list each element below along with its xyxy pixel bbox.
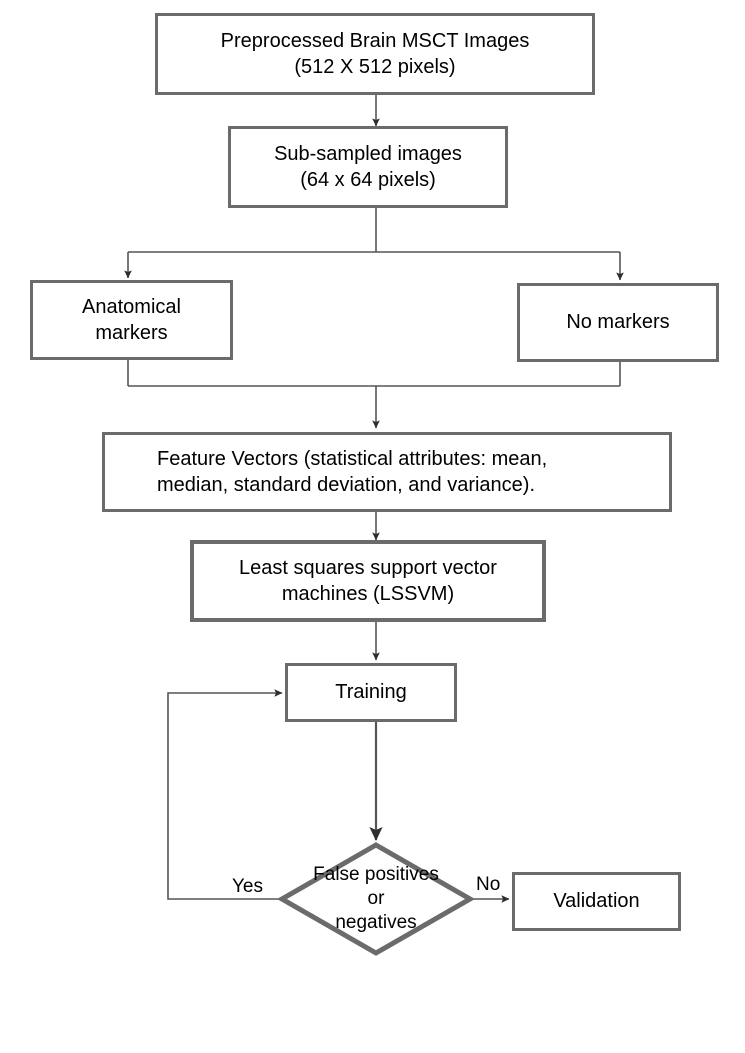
node-anatomical-markers: Anatomical markers (30, 280, 233, 360)
node-lssvm: Least squares support vector machines (L… (190, 540, 546, 622)
node-no-markers: No markers (517, 283, 719, 362)
node-feature-vectors-label: Feature Vectors (statistical attributes:… (157, 447, 548, 496)
node-lssvm-label: Least squares support vector machines (L… (239, 556, 497, 605)
node-preprocessed-images-label: Preprocessed Brain MSCT Images (512 X 51… (220, 29, 530, 78)
edge-label-no: No (476, 874, 501, 895)
node-sub-sampled-images: Sub-sampled images (64 x 64 pixels) (228, 126, 508, 208)
node-training: Training (285, 663, 457, 722)
node-no-markers-label: No markers (566, 311, 670, 334)
node-validation-label: Validation (553, 890, 640, 913)
decision-diamond-shape (278, 842, 474, 956)
node-training-label: Training (335, 681, 407, 704)
node-anatomical-markers-label: Anatomical markers (82, 295, 181, 344)
node-feature-vectors: Feature Vectors (statistical attributes:… (102, 432, 672, 512)
edge-decision-yes-loop-to-training (167, 689, 283, 900)
node-sub-sampled-images-label: Sub-sampled images (64 x 64 pixels) (274, 142, 462, 191)
node-validation: Validation (512, 872, 681, 931)
edge-label-yes: Yes (232, 876, 263, 897)
node-decision: False positives or negatives (278, 841, 474, 957)
node-preprocessed-images: Preprocessed Brain MSCT Images (512 X 51… (155, 13, 595, 95)
